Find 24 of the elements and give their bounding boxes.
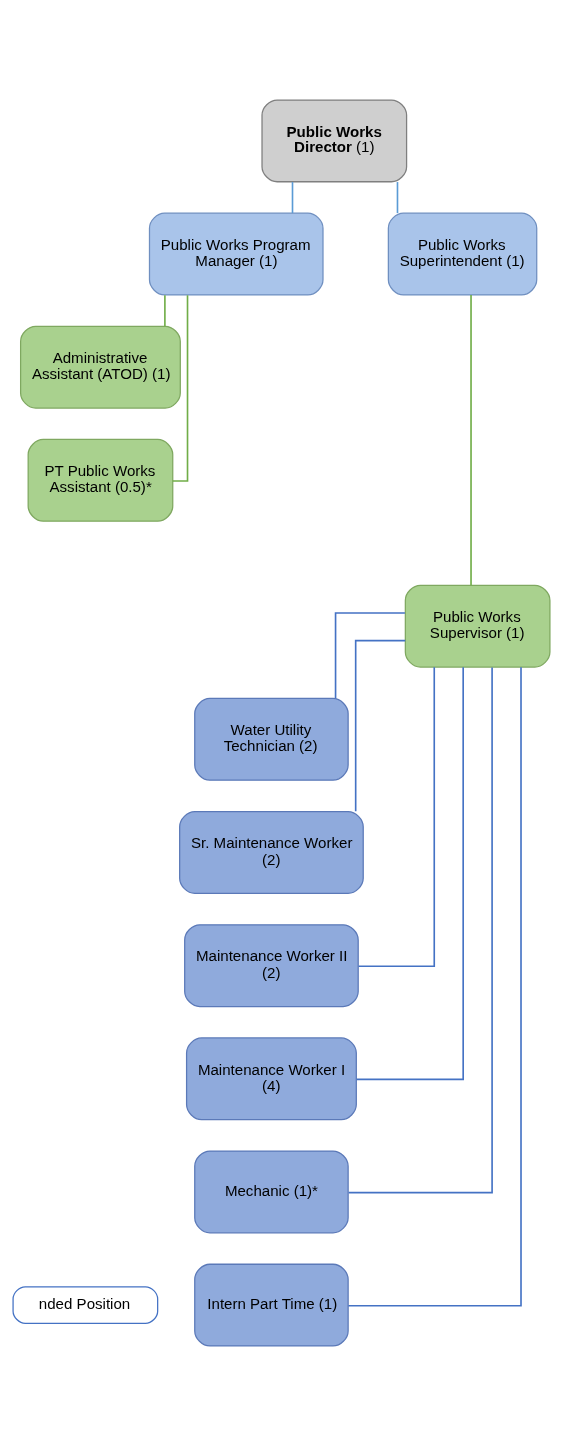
node-box: Mechanic (1)* [194, 1149, 349, 1233]
connector [355, 665, 464, 1080]
node-box: PT Public Works Assistant (0.5)* [27, 438, 174, 522]
connector [396, 180, 399, 214]
node-box: Maintenance Worker I (4) [185, 1036, 357, 1120]
node-box: Maintenance Worker II (2) [184, 923, 359, 1007]
node-box: Water Utility Technician (2) [194, 697, 349, 781]
node-box: Public Works Supervisor (1) [404, 584, 551, 668]
node-box: Public Works Program Manager (1) [148, 212, 324, 296]
connector [354, 639, 407, 812]
connector [334, 611, 406, 699]
connector [347, 665, 522, 1307]
connector [164, 293, 166, 327]
connector [470, 293, 472, 586]
connector [291, 180, 294, 214]
connector [347, 666, 493, 1193]
node-box: nded Position [12, 1285, 159, 1324]
node-box: Public Works Director (1) [261, 98, 408, 182]
connector [171, 293, 189, 482]
node-box: Sr. Maintenance Worker (2) [179, 810, 364, 894]
connector [357, 665, 436, 967]
node-box: Public Works Superintendent (1) [387, 212, 538, 296]
node-box: Intern Part Time (1) [194, 1263, 349, 1347]
node-box: Administrative Assistant (ATOD) (1) [20, 325, 181, 409]
